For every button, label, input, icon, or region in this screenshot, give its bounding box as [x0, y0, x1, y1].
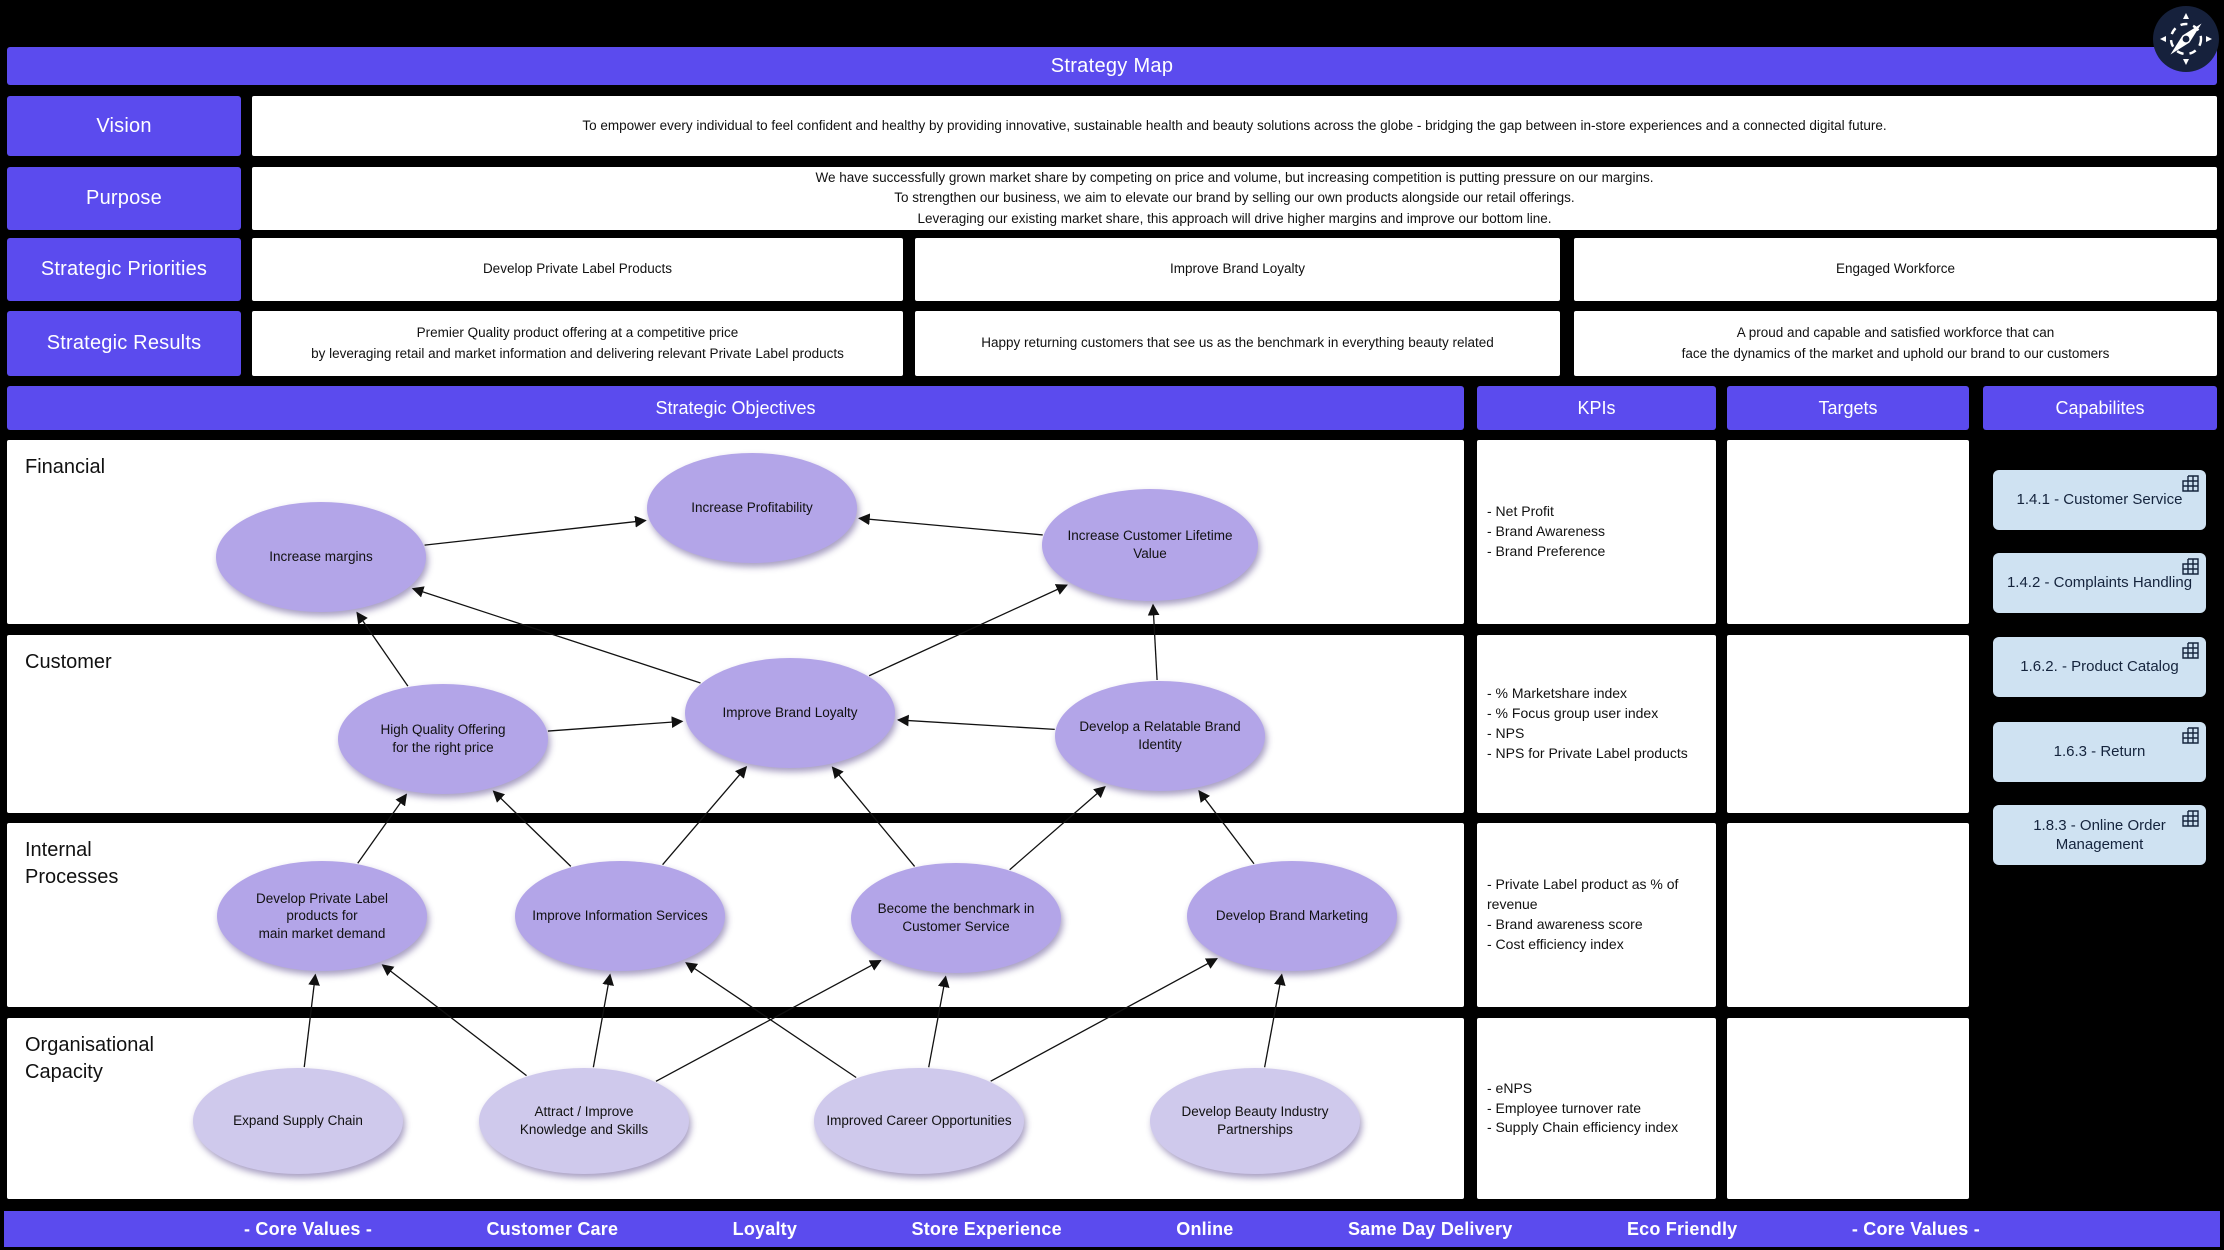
kpi-cell-organisational-capacity: - eNPS - Employee turnover rate - Supply…	[1477, 1018, 1716, 1199]
target-cell-organisational-capacity	[1727, 1018, 1969, 1199]
purpose-label: Purpose	[7, 167, 241, 230]
objective-node-O1[interactable]: Expand Supply Chain	[193, 1068, 403, 1174]
capability-card-return[interactable]: 1.6.3 - Return	[1993, 722, 2206, 782]
core-value-store-experience: Store Experience	[911, 1218, 1062, 1239]
priority-engaged-workforce: Engaged Workforce	[1574, 238, 2217, 301]
header-capabilities: Capabilites	[1983, 386, 2217, 430]
strategic-results-label: Strategic Results	[7, 311, 241, 376]
header-kpis: KPIs	[1477, 386, 1716, 430]
capability-label: 1.8.3 - Online Order Management	[2033, 816, 2166, 854]
core-value-loyalty: Loyalty	[732, 1218, 798, 1239]
objective-node-C2[interactable]: Improve Brand Loyalty	[685, 658, 895, 768]
row-label-financial: Financial	[25, 456, 106, 478]
core-values-title: - Core Values -	[244, 1218, 373, 1239]
core-value-eco-friendly: Eco Friendly	[1626, 1218, 1738, 1239]
result-proud-workforce: A proud and capable and satisfied workfo…	[1574, 311, 2217, 376]
core-value-same-day-delivery: Same Day Delivery	[1347, 1218, 1513, 1239]
priority-improve-brand-loyalty: Improve Brand Loyalty	[915, 238, 1560, 301]
objective-node-F3[interactable]: Increase Customer Lifetime Value	[1042, 489, 1258, 601]
objective-node-I3[interactable]: Become the benchmark in Customer Service	[851, 863, 1061, 973]
grid-icon	[2182, 810, 2199, 827]
core-value-customer-care: Customer Care	[486, 1218, 619, 1239]
capability-label: 1.4.2 - Complaints Handling	[2006, 574, 2193, 592]
objective-node-I1[interactable]: Develop Private Label products for main …	[217, 861, 427, 971]
objective-node-F2[interactable]: Increase Profitability	[647, 453, 857, 563]
target-cell-internal-processes	[1727, 823, 1969, 1007]
kpi-cell-internal-processes: - Private Label product as % of revenue …	[1477, 823, 1716, 1007]
core-value-online: Online	[1176, 1218, 1234, 1239]
core-values-title: - Core Values -	[1851, 1218, 1980, 1239]
target-cell-customer	[1727, 635, 1969, 813]
purpose-text: We have successfully grown market share …	[252, 167, 2217, 230]
grid-icon	[2182, 558, 2199, 575]
capability-card-online-order-management[interactable]: 1.8.3 - Online Order Management	[1993, 805, 2206, 865]
row-label-customer: Customer	[25, 651, 112, 673]
compass-icon[interactable]	[2152, 5, 2220, 73]
capability-label: 1.4.1 - Customer Service	[2016, 491, 2183, 509]
row-label-internal-processes: Internal Processes	[25, 839, 119, 888]
objective-node-I2[interactable]: Improve Information Services	[515, 861, 725, 971]
grid-icon	[2182, 727, 2199, 744]
target-cell-financial	[1727, 440, 1969, 624]
vision-label: Vision	[7, 96, 241, 156]
page-title: Strategy Map	[1050, 54, 1174, 77]
result-happy-customers: Happy returning customers that see us as…	[915, 311, 1560, 376]
vision-text: To empower every individual to feel conf…	[252, 96, 2217, 156]
grid-icon	[2182, 475, 2199, 492]
capability-card-complaints-handling[interactable]: 1.4.2 - Complaints Handling	[1993, 553, 2206, 613]
capability-label: 1.6.2. - Product Catalog	[2020, 658, 2179, 676]
header-targets: Targets	[1727, 386, 1969, 430]
objective-node-O4[interactable]: Develop Beauty Industry Partnerships	[1150, 1068, 1360, 1174]
strategic-priorities-label: Strategic Priorities	[7, 238, 241, 301]
result-premier-quality: Premier Quality product offering at a co…	[252, 311, 903, 376]
capability-card-customer-service[interactable]: 1.4.1 - Customer Service	[1993, 470, 2206, 530]
kpi-cell-customer: - % Marketshare index - % Focus group us…	[1477, 635, 1716, 813]
priority-develop-private-label: Develop Private Label Products	[252, 238, 903, 301]
objective-node-C3[interactable]: Develop a Relatable Brand Identity	[1055, 681, 1265, 791]
objective-node-O2[interactable]: Attract / Improve Knowledge and Skills	[479, 1068, 689, 1174]
capability-card-product-catalog[interactable]: 1.6.2. - Product Catalog	[1993, 637, 2206, 697]
grid-icon	[2182, 642, 2199, 659]
objective-node-F1[interactable]: Increase margins	[216, 502, 426, 612]
page-title-bar: Strategy Map	[7, 47, 2217, 85]
objective-node-C1[interactable]: High Quality Offering for the right pric…	[338, 684, 548, 794]
core-values-bar: - Core Values - Customer Care Loyalty St…	[4, 1211, 2220, 1247]
objective-node-I4[interactable]: Develop Brand Marketing	[1187, 861, 1397, 971]
capability-label: 1.6.3 - Return	[2053, 743, 2146, 761]
header-strategic-objectives: Strategic Objectives	[7, 386, 1464, 430]
objective-node-O3[interactable]: Improved Career Opportunities	[814, 1068, 1024, 1174]
kpi-cell-financial: - Net Profit - Brand Awareness - Brand P…	[1477, 440, 1716, 624]
row-label-organisational-capacity: Organisational Capacity	[25, 1034, 154, 1083]
